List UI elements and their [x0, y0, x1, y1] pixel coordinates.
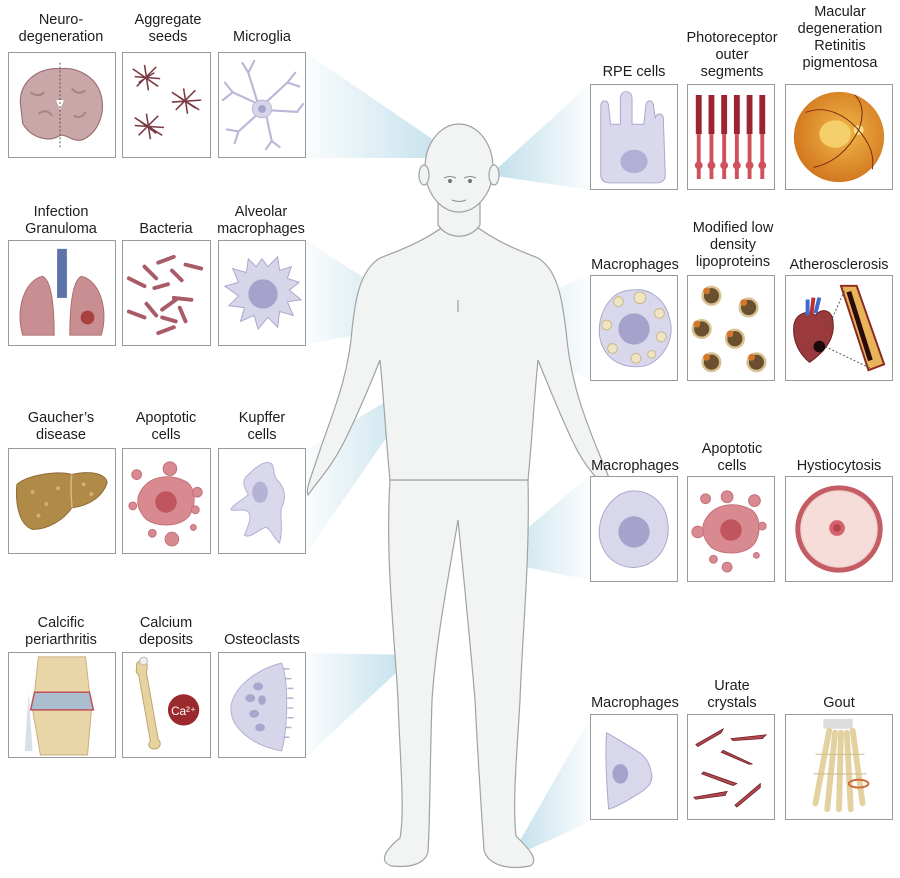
- panel-aggregate-seeds: [122, 52, 211, 158]
- label-apoptotic-cells-left: Apoptotic cells: [135, 410, 197, 443]
- panel-gout: [785, 714, 893, 820]
- panel-gauchers-disease: [8, 448, 116, 554]
- photoreceptors-icon: [694, 94, 767, 180]
- label-atherosclerosis: Atherosclerosis: [789, 257, 889, 273]
- panel-modified-ldl: [687, 275, 775, 381]
- ldl-particles-icon: [691, 285, 767, 373]
- panel-macrophages-skin: [590, 476, 678, 582]
- panel-kupffer-cells: [218, 448, 306, 554]
- label-apoptotic-cells-right: Apoptotic cells: [701, 441, 763, 474]
- panel-rpe-cells: [590, 84, 678, 190]
- panel-photoreceptor-outer-segments: [687, 84, 775, 190]
- label-hystiocytosis: Hystiocytosis: [796, 458, 882, 474]
- rpe-cell-icon: [600, 91, 666, 184]
- panel-bacteria: [122, 240, 211, 346]
- apoptotic-cell-icon: [691, 490, 767, 573]
- label-aggregate-seeds: Aggregate seeds: [134, 12, 202, 45]
- panel-calcium-deposits: Ca²⁺: [122, 652, 211, 758]
- beam-liver: [305, 375, 430, 555]
- label-osteoclasts: Osteoclasts: [224, 632, 300, 648]
- beam-knee: [305, 653, 415, 758]
- bacteria-rods-icon: [126, 254, 204, 336]
- label-bacteria: Bacteria: [139, 221, 193, 237]
- panel-microglia: [218, 52, 306, 158]
- macrophage-flat-icon: [605, 732, 653, 810]
- skin-lesion-icon: [795, 485, 883, 573]
- beam-brain: [305, 52, 460, 158]
- brain-section-icon: [19, 62, 103, 150]
- foot-bones-icon: [812, 718, 870, 813]
- panel-apoptotic-cells-right: [687, 476, 775, 582]
- beam-eye: [490, 84, 590, 190]
- label-microglia: Microglia: [232, 29, 291, 45]
- apoptotic-cell-icon: [128, 461, 203, 547]
- lungs-icon: [19, 248, 105, 336]
- label-macrophages-skin: Macrophages: [591, 458, 679, 474]
- label-urate-crystals: Urate crystals: [707, 678, 757, 711]
- microglia-cell-icon: [221, 59, 305, 151]
- alveolar-macrophage-icon: [223, 255, 303, 331]
- label-macrophages-heart: Macrophages: [591, 257, 679, 273]
- panel-retina-fundus: [785, 84, 893, 190]
- heart-artery-icon: [793, 284, 886, 372]
- panel-calcific-periarthritis: [8, 652, 116, 758]
- protein-aggregates-icon: [132, 64, 202, 140]
- panel-osteoclasts: [218, 652, 306, 758]
- osteoclast-icon: [230, 662, 294, 752]
- label-photoreceptor-outer-segments: Photoreceptor outer segments: [686, 30, 778, 80]
- label-kupffer-cells: Kupffer cells: [238, 410, 286, 443]
- panel-neurodegeneration: [8, 52, 116, 158]
- urate-crystals-icon: [693, 727, 768, 808]
- panel-macrophages-heart: [590, 275, 678, 381]
- panel-atherosclerosis: [785, 275, 893, 381]
- beam-skin: [490, 475, 590, 580]
- retina-fundus-icon: [793, 91, 885, 183]
- macrophage-icon: [598, 490, 669, 568]
- knee-joint-icon: [24, 656, 95, 756]
- beam-foot: [510, 718, 590, 858]
- liver-icon: [16, 472, 108, 530]
- label-calcific-periarthritis: Calcific periarthritis: [25, 615, 97, 648]
- label-modified-ldl: Modified low density lipoproteins: [692, 220, 774, 270]
- label-macrophages-foot: Macrophages: [591, 695, 679, 711]
- panel-urate-crystals: [687, 714, 775, 820]
- label-infection-granuloma: Infection Granuloma: [25, 204, 97, 237]
- panel-alveolar-macrophages: [218, 240, 306, 346]
- label-calcium-deposits: Calcium deposits: [138, 615, 193, 648]
- label-gauchers-disease: Gaucher’s disease: [27, 410, 95, 443]
- foam-cell-macrophage-icon: [598, 289, 672, 368]
- panel-infection-granuloma: [8, 240, 116, 346]
- beam-heart: [470, 275, 590, 380]
- label-alveolar-macrophages: Alveolar macrophages: [217, 204, 305, 237]
- label-neurodegeneration: Neuro- degeneration: [18, 12, 104, 45]
- label-macular-degeneration: Macular degeneration Retinitis pigmentos…: [797, 4, 883, 71]
- panel-macrophages-foot: [590, 714, 678, 820]
- bone-calcium-icon: Ca²⁺: [135, 656, 200, 750]
- label-gout: Gout: [823, 695, 855, 711]
- panel-hystiocytosis: [785, 476, 893, 582]
- beam-lung: [305, 240, 430, 345]
- calcium-ion-badge: Ca²⁺: [171, 705, 196, 718]
- panel-apoptotic-cells-left: [122, 448, 211, 554]
- label-rpe-cells: RPE cells: [602, 64, 666, 80]
- kupffer-cell-icon: [230, 462, 285, 544]
